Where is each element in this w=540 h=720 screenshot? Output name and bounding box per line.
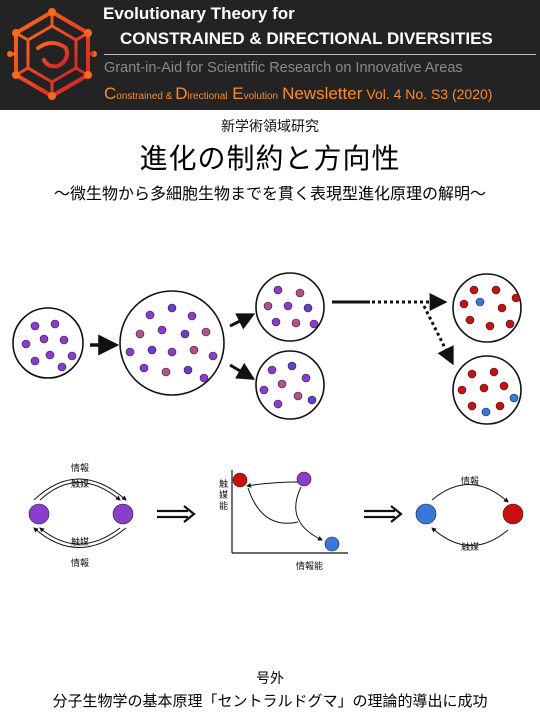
population-evolved-upper (452, 273, 522, 343)
transition-arrow-2 (364, 505, 403, 523)
newsletter-label: Newsletter (282, 84, 363, 103)
series-c-initial: C (104, 84, 117, 103)
label-info-top: 情報 (71, 462, 89, 474)
arrow-dotted-down (422, 305, 454, 366)
kicker-text: 新学術領域研究 (221, 119, 319, 135)
label-catalyst-top: 触媒 (71, 478, 89, 490)
series-ampersand: & (162, 91, 176, 102)
header-banner: Evolutionary Theory for CONSTRAINED & DI… (0, 0, 540, 110)
population-evolved-lower (452, 355, 522, 425)
transition-arrow-1 (157, 505, 196, 523)
series-d-rest: irectional (187, 91, 228, 102)
arrow-lower-branch (229, 362, 256, 380)
subtitle: ～微生物から多細胞生物までを貫く表現型進化原理の解明～ (53, 184, 486, 203)
banner-title-line1: Evolutionary Theory for (103, 4, 295, 23)
series-e-initial: E (227, 84, 244, 103)
arrow-upper-branch (229, 313, 256, 330)
axis-x-label: 情報能 (296, 560, 323, 572)
label-catalyst-right: 触媒 (461, 541, 479, 553)
banner-title-line2: CONSTRAINED & DIRECTIONAL DIVERSITIES (120, 29, 493, 48)
main-title: 進化の制約と方向性 (139, 142, 401, 175)
population-row (12, 272, 522, 425)
logo-icon (7, 8, 97, 100)
label-info-bottom: 情報 (71, 557, 89, 569)
grant-line: Grant-in-Aid for Scientific Research on … (104, 60, 463, 76)
axis-y-label-3: 能 (219, 500, 228, 512)
label-info-right: 情報 (461, 475, 479, 487)
banner-divider (104, 54, 536, 55)
axis-y-label-1: 触 (219, 478, 228, 490)
axis-y-label-2: 媒 (219, 490, 228, 501)
tradeoff-plot: 触 媒 能 情報能 (219, 470, 348, 572)
label-catalyst-bottom: 触媒 (71, 536, 89, 548)
series-c-rest: onstrained (116, 91, 163, 102)
molecule-row: 情報 触媒 触媒 情報 触 媒 能 情報能 (28, 462, 524, 572)
series-e-rest: volution (243, 91, 279, 102)
population-expanded (119, 290, 225, 396)
volume-label: Vol. 4 No. S3 (2020) (366, 86, 493, 102)
population-branch-lower (255, 350, 325, 420)
diagram-asymmetric: 情報 触媒 (415, 475, 524, 553)
series-d-initial: D (175, 84, 188, 103)
footer-headline: 分子生物学の基本原理「セントラルドグマ」の理論的導出に成功 (52, 692, 488, 710)
diagram-symmetric: 情報 触媒 触媒 情報 (28, 462, 134, 569)
population-initial (12, 307, 84, 379)
evolution-figure: 情報 触媒 触媒 情報 触 媒 能 情報能 (12, 272, 524, 572)
special-issue-label: 号外 (256, 671, 284, 687)
population-branch-upper (255, 272, 325, 342)
